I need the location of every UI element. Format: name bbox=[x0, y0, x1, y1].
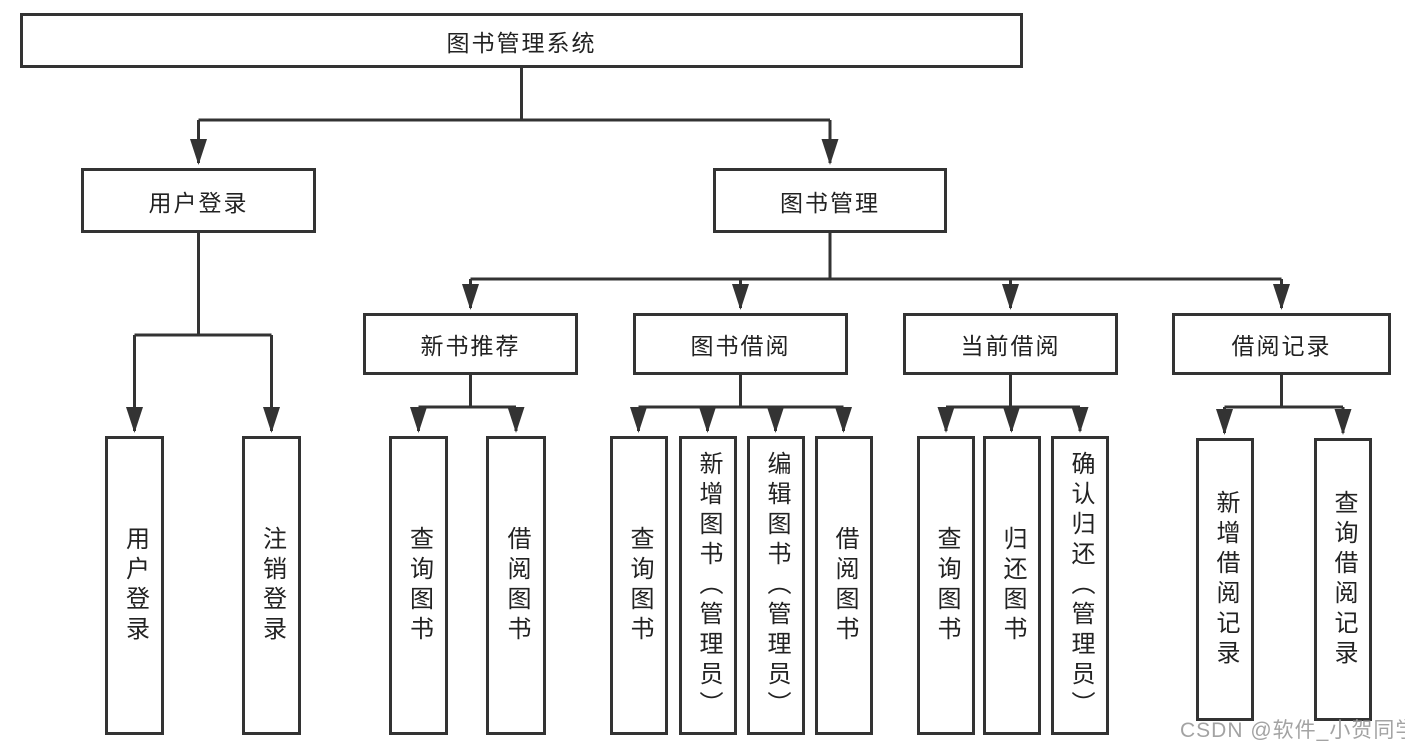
node-user-login: 用户登录 bbox=[81, 168, 316, 233]
leaf-add-books-admin: 新增图书（管理员） bbox=[679, 436, 737, 735]
leaf-borrow-books-recommend: 借阅图书 bbox=[486, 436, 546, 735]
leaf-query-books-borrowing: 查询图书 bbox=[610, 436, 668, 735]
connector-book-management-children bbox=[462, 233, 1290, 310]
node-borrowing-records: 借阅记录 bbox=[1172, 313, 1391, 375]
connector-borrow-records-children bbox=[1216, 375, 1352, 435]
connector-user-login-children bbox=[126, 233, 280, 433]
leaf-logout-login: 注销登录 bbox=[242, 436, 301, 735]
leaf-query-borrow-record: 查询借阅记录 bbox=[1314, 438, 1372, 721]
node-current-borrowing: 当前借阅 bbox=[903, 313, 1118, 375]
leaf-user-login: 用户登录 bbox=[105, 436, 164, 735]
node-library-management-system: 图书管理系统 bbox=[20, 13, 1023, 68]
node-book-management: 图书管理 bbox=[713, 168, 947, 233]
leaf-add-borrow-record: 新增借阅记录 bbox=[1196, 438, 1254, 721]
node-book-borrowing: 图书借阅 bbox=[633, 313, 848, 375]
connector-current-borrowing-children bbox=[937, 375, 1089, 433]
leaf-confirm-return-admin: 确认归还（管理员） bbox=[1051, 436, 1109, 735]
leaf-query-books-recommend: 查询图书 bbox=[389, 436, 448, 735]
leaf-query-books-current: 查询图书 bbox=[917, 436, 975, 735]
connector-new-book-children bbox=[410, 375, 525, 433]
watermark: CSDN @软件_小贺同学 bbox=[1180, 719, 1405, 742]
connector-book-borrowing-children bbox=[630, 375, 852, 433]
leaf-borrow-books-borrowing: 借阅图书 bbox=[815, 436, 873, 735]
node-new-book-recommendation: 新书推荐 bbox=[363, 313, 578, 375]
leaf-edit-books-admin: 编辑图书（管理员） bbox=[747, 436, 805, 735]
connector-root-to-level1 bbox=[190, 68, 839, 165]
leaf-return-books: 归还图书 bbox=[983, 436, 1041, 735]
